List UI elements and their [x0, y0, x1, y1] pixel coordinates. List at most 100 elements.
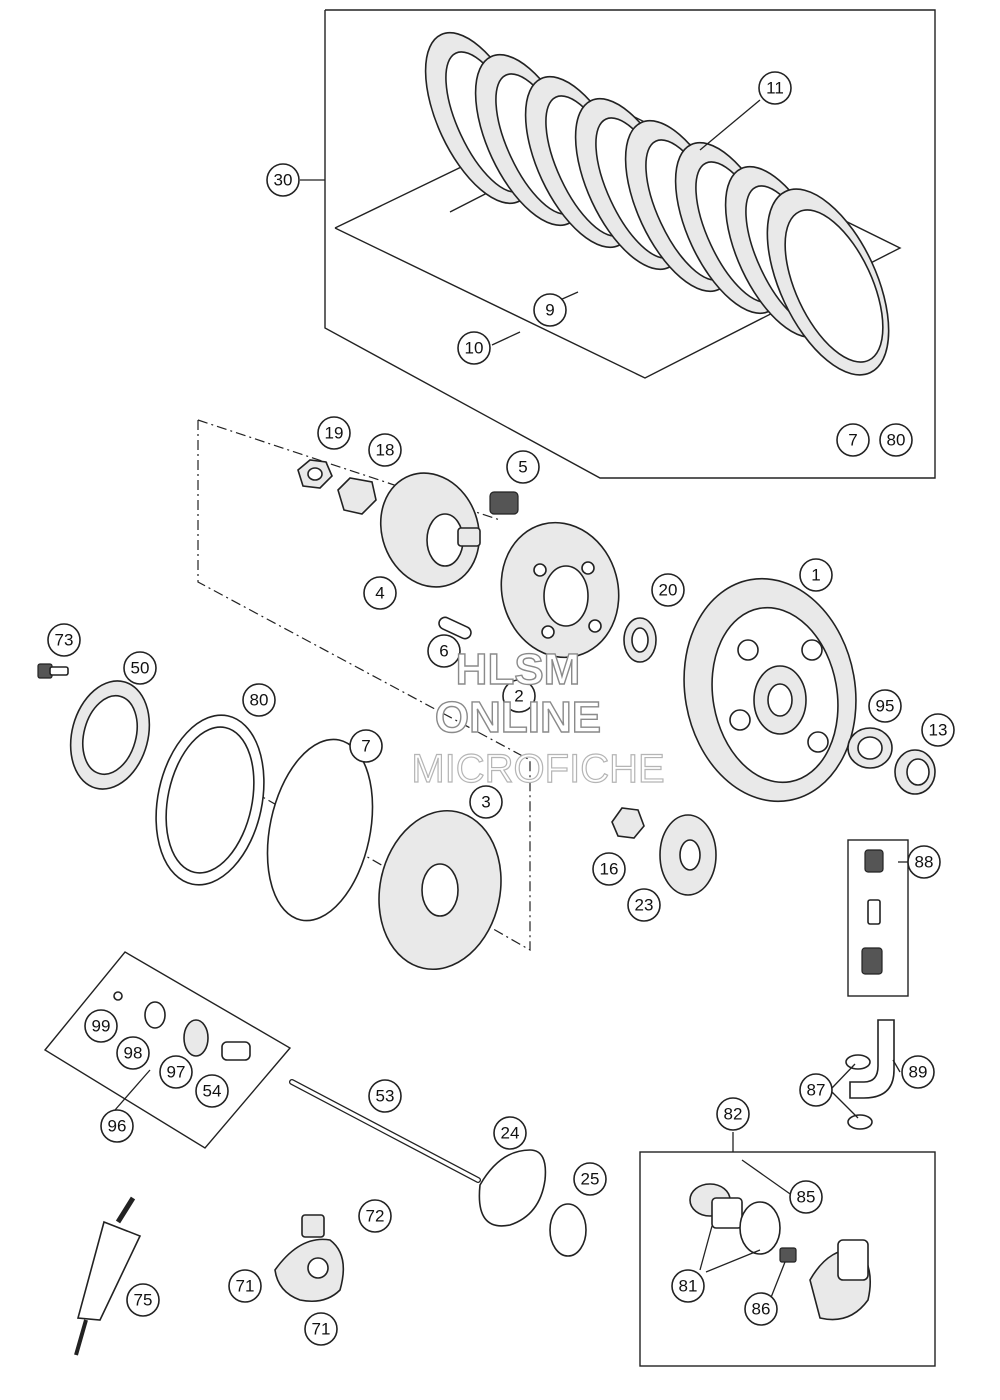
callout-81: 81 — [671, 1269, 705, 1303]
washer-87a — [845, 1054, 871, 1070]
callout-2: 2 — [502, 679, 536, 713]
svg-text:13: 13 — [929, 721, 948, 740]
svg-text:1: 1 — [811, 566, 820, 585]
svg-text:10: 10 — [465, 339, 484, 358]
callout-88: 88 — [907, 845, 941, 879]
bumper-5 — [489, 491, 519, 515]
leader-lines — [114, 861, 908, 1301]
svg-text:81: 81 — [679, 1277, 698, 1296]
callout-89: 89 — [901, 1055, 935, 1089]
svg-text:87: 87 — [807, 1081, 826, 1100]
svg-text:7: 7 — [361, 737, 370, 756]
callout-25: 25 — [573, 1162, 607, 1196]
callout-16: 16 — [592, 852, 626, 886]
callout-87: 87 — [799, 1073, 833, 1107]
callout-19: 19 — [317, 416, 351, 450]
callout-95: 95 — [868, 689, 902, 723]
ring-7 — [266, 738, 374, 922]
svg-text:89: 89 — [909, 1063, 928, 1082]
watermark: HLSM ONLINE MICROFICHE — [411, 644, 666, 791]
svg-text:75: 75 — [134, 1291, 153, 1310]
svg-text:9: 9 — [545, 301, 554, 320]
svg-text:3: 3 — [481, 793, 490, 812]
pressure-plate-3 — [378, 809, 502, 971]
disc-pack-group — [300, 9, 936, 479]
svg-text:85: 85 — [797, 1188, 816, 1207]
svg-text:5: 5 — [518, 458, 527, 477]
svg-text:19: 19 — [325, 424, 344, 443]
callout-20: 20 — [651, 573, 685, 607]
svg-text:73: 73 — [55, 631, 74, 650]
svg-text:53: 53 — [376, 1087, 395, 1106]
callout-71b: 71 — [304, 1312, 338, 1346]
gasket-24 — [478, 1149, 547, 1227]
callout-73: 73 — [47, 623, 81, 657]
callout-72: 72 — [358, 1199, 392, 1233]
svg-text:80: 80 — [250, 691, 269, 710]
callout-1: 1 — [799, 558, 833, 592]
svg-text:23: 23 — [635, 896, 654, 915]
callout-85: 85 — [789, 1180, 823, 1214]
o-ring-25 — [549, 1203, 587, 1257]
svg-text:86: 86 — [752, 1300, 771, 1319]
hose-fitting-89 — [849, 1019, 895, 1099]
svg-text:HLSM: HLSM — [456, 645, 581, 694]
svg-text:98: 98 — [124, 1044, 143, 1063]
callout-24: 24 — [493, 1116, 527, 1150]
callout-53: 53 — [368, 1079, 402, 1113]
svg-text:30: 30 — [274, 171, 293, 190]
callout-23: 23 — [627, 888, 661, 922]
svg-text:2: 2 — [514, 687, 523, 706]
svg-text:25: 25 — [581, 1170, 600, 1189]
svg-text:7: 7 — [848, 431, 857, 450]
clutch-basket-1 — [683, 577, 857, 803]
callout-3: 3 — [469, 785, 503, 819]
nut-16 — [611, 807, 645, 839]
bearing-kit-frame-96 — [43, 951, 292, 1149]
callout-10: 10 — [457, 331, 491, 365]
callout-71a: 71 — [228, 1269, 262, 1303]
callout-30: 30 — [266, 163, 300, 197]
svg-text:6: 6 — [439, 642, 448, 661]
svg-text:4: 4 — [375, 584, 384, 603]
svg-text:96: 96 — [108, 1117, 127, 1136]
clutch-discs — [424, 31, 890, 376]
callout-4: 4 — [363, 576, 397, 610]
svg-text:54: 54 — [203, 1082, 222, 1101]
callout-54: 54 — [195, 1074, 229, 1108]
callout-50: 50 — [123, 651, 157, 685]
svg-text:97: 97 — [167, 1063, 186, 1082]
svg-text:88: 88 — [915, 853, 934, 872]
svg-text:50: 50 — [131, 659, 150, 678]
callout-5: 5 — [506, 450, 540, 484]
callout-11: 11 — [758, 71, 792, 105]
callout-82: 82 — [716, 1097, 750, 1131]
clutch-hub-2 — [500, 521, 620, 659]
slave-cylinder-72 — [274, 1214, 345, 1303]
svg-text:95: 95 — [876, 697, 895, 716]
svg-text:82: 82 — [724, 1105, 743, 1124]
pin-6 — [438, 616, 472, 640]
svg-text:99: 99 — [92, 1017, 111, 1036]
callout-97: 97 — [159, 1055, 193, 1089]
svg-text:MICROFICHE: MICROFICHE — [411, 747, 664, 791]
svg-text:72: 72 — [366, 1207, 385, 1226]
callout-80a: 80 — [879, 423, 913, 457]
fittings-frame-88 — [847, 839, 909, 997]
callout-9: 9 — [533, 293, 567, 327]
callout-7a: 7 — [836, 423, 870, 457]
svg-text:71: 71 — [236, 1277, 255, 1296]
disc-pack-frame — [324, 9, 936, 479]
callout-7b: 7 — [349, 729, 383, 763]
callout-99: 99 — [84, 1009, 118, 1043]
svg-text:20: 20 — [659, 581, 678, 600]
svg-text:24: 24 — [501, 1124, 520, 1143]
svg-text:ONLINE: ONLINE — [435, 693, 601, 742]
slave-kit-frame-82 — [639, 1151, 936, 1367]
svg-text:80: 80 — [887, 431, 906, 450]
assembly-dashed-frame — [197, 420, 531, 952]
washer-87b — [847, 1114, 873, 1130]
pressure-plate-4 — [379, 472, 481, 588]
callout-98: 98 — [116, 1036, 150, 1070]
svg-text:16: 16 — [600, 860, 619, 879]
